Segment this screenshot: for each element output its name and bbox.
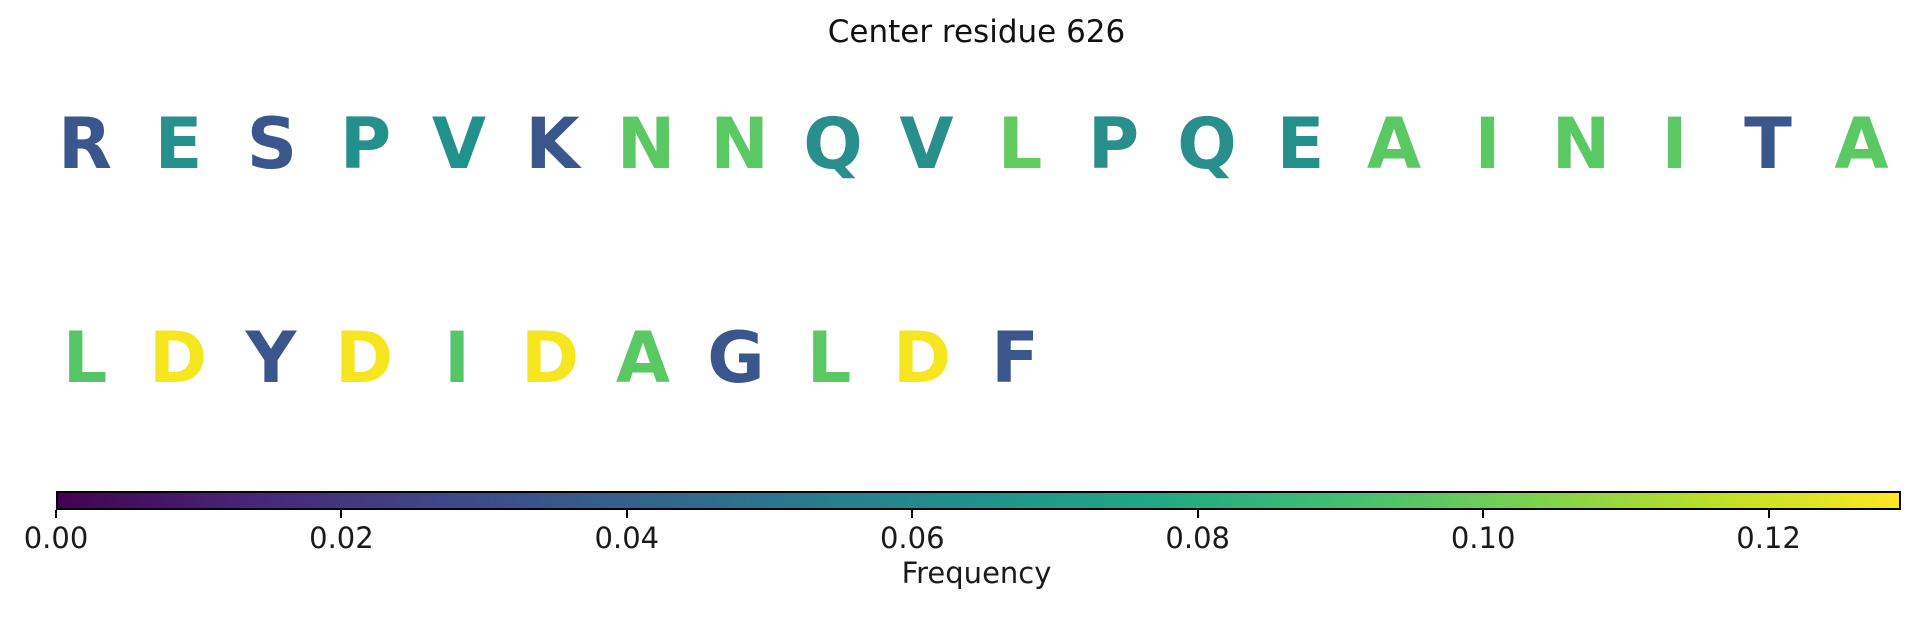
colorbar-tick-mark bbox=[625, 510, 628, 518]
residue-letter: Y bbox=[245, 317, 297, 399]
residue-letter: K bbox=[525, 103, 580, 185]
residue-letter: L bbox=[997, 103, 1043, 185]
colorbar-tick-label: 0.10 bbox=[1450, 521, 1516, 555]
residue-letter: L bbox=[806, 317, 852, 399]
residue-letter: T bbox=[1744, 103, 1792, 185]
colorbar-tick-mark bbox=[340, 510, 343, 518]
colorbar-tick-label: 0.04 bbox=[594, 521, 660, 555]
residue-letter: L bbox=[62, 317, 108, 399]
residue-letter: E bbox=[1276, 103, 1325, 185]
residue-letter: S bbox=[246, 103, 298, 185]
colorbar-tick-mark bbox=[1767, 510, 1770, 518]
residue-letter: V bbox=[899, 103, 954, 185]
residue-letter: D bbox=[520, 317, 580, 399]
plot-title: Center residue 626 bbox=[827, 14, 1126, 50]
residue-letter: G bbox=[707, 317, 765, 399]
residue-letter: Q bbox=[803, 103, 863, 185]
residue-letter: V bbox=[431, 103, 487, 185]
residue-letter: D bbox=[148, 317, 208, 399]
colorbar-tick-label: 0.12 bbox=[1736, 521, 1801, 555]
residue-letter: D bbox=[334, 317, 394, 399]
residue-letter: I bbox=[1474, 103, 1501, 185]
colorbar-tick-mark bbox=[1482, 510, 1485, 518]
colorbar-gradient bbox=[56, 491, 1901, 510]
residue-letter: N bbox=[1551, 103, 1611, 185]
colorbar-tick-label: 0.06 bbox=[879, 521, 945, 555]
residue-letter: A bbox=[1366, 103, 1422, 185]
colorbar-tick-label: 0.02 bbox=[309, 521, 374, 555]
colorbar-tick-label: 0.08 bbox=[1165, 521, 1230, 555]
residue-letter: N bbox=[616, 103, 676, 185]
residue-letter: P bbox=[1087, 103, 1140, 185]
residue-letter: I bbox=[443, 317, 471, 399]
colorbar-axis-label: Frequency bbox=[901, 556, 1052, 590]
residue-letter: N bbox=[710, 103, 769, 185]
colorbar-tick-mark bbox=[55, 510, 57, 518]
residue-letter: F bbox=[991, 317, 1039, 399]
residue-letter: A bbox=[615, 317, 671, 399]
colorbar-tick-mark bbox=[1196, 510, 1199, 518]
residue-letter: P bbox=[339, 103, 392, 185]
residue-letter: R bbox=[58, 103, 112, 185]
residue-letter: E bbox=[154, 103, 203, 185]
residue-letter: I bbox=[1661, 103, 1688, 185]
residue-letter: D bbox=[892, 317, 952, 399]
residue-letter: A bbox=[1834, 103, 1889, 185]
colorbar-tick-label: 0.00 bbox=[23, 521, 89, 555]
colorbar-tick-mark bbox=[911, 510, 914, 518]
residue-letter: Q bbox=[1177, 103, 1237, 185]
